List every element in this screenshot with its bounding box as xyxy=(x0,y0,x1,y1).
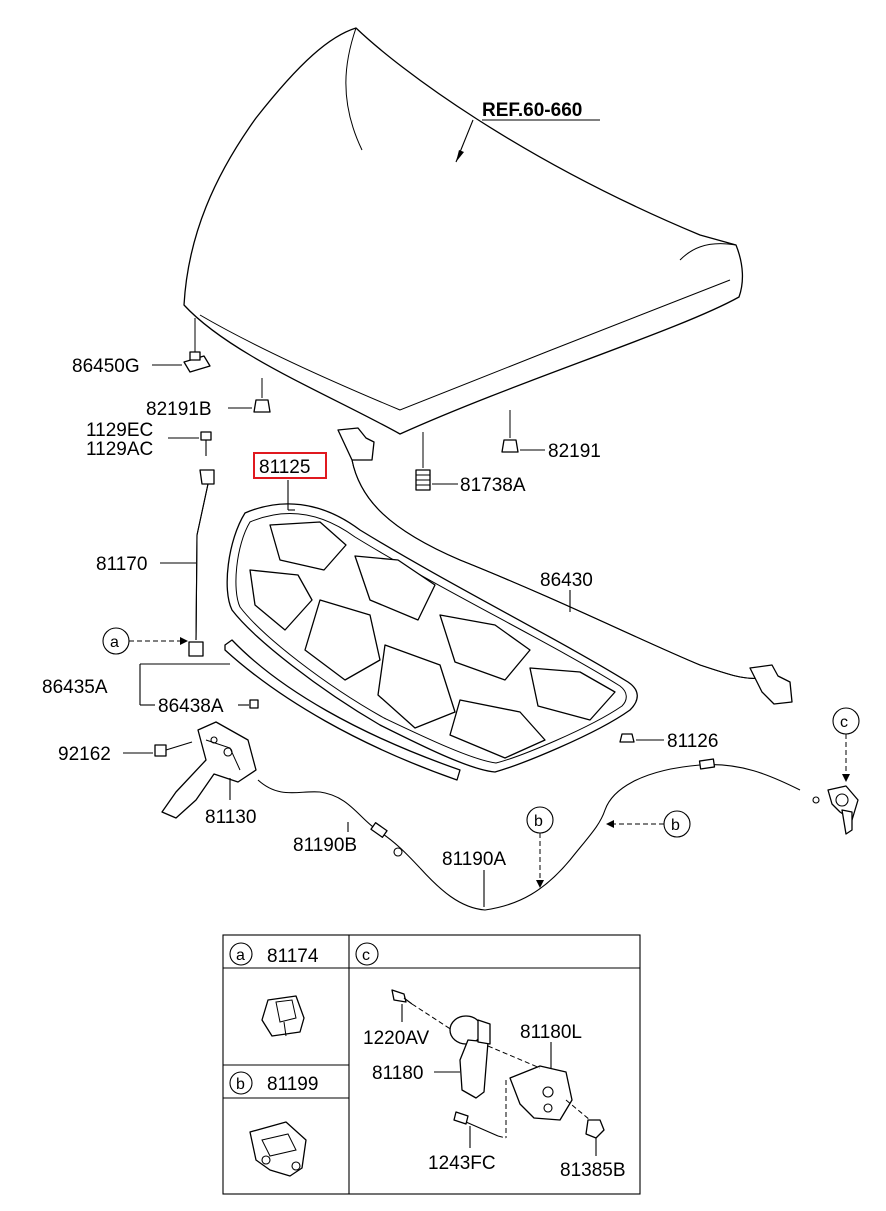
label-86450g: 86450G xyxy=(72,356,140,377)
table-a-letter: a xyxy=(236,947,245,964)
label-82191b: 82191B xyxy=(146,399,212,420)
table-cell-b: b 81199 xyxy=(229,1071,318,1177)
hood-panel: REF.60-660 xyxy=(183,27,744,435)
bolt-1129: 1129EC 1129AC xyxy=(86,420,212,460)
hood-rod-81170: 81170 a xyxy=(96,469,215,657)
table-cell-c: c 1220AV 81180 81180L xyxy=(355,942,626,1181)
label-81190a: 81190A xyxy=(442,849,506,870)
cable-81190a: 81190A b b xyxy=(419,758,801,911)
label-82191: 82191 xyxy=(548,441,601,462)
plug-81126: 81126 xyxy=(619,731,718,752)
table-b-part: 81199 xyxy=(267,1074,318,1095)
release-handle: c xyxy=(812,707,860,835)
cable-81190b: 81190B xyxy=(257,779,421,869)
clip-86450g: 86450G xyxy=(72,318,211,377)
spring-81738a: 81738A xyxy=(415,432,526,496)
detail-table: a 81174 b 81199 c 1220AV xyxy=(222,934,641,1195)
table-a-part: 81174 xyxy=(267,946,319,967)
table-cell-a: a 81174 xyxy=(229,942,319,1037)
label-86430: 86430 xyxy=(540,570,593,591)
hood-insulator-81125: 81125 xyxy=(226,452,638,773)
label-1129ec: 1129EC xyxy=(86,420,153,441)
label-86435a: 86435A xyxy=(42,677,108,698)
label-1243fc: 1243FC xyxy=(428,1153,496,1174)
label-81385b: 81385B xyxy=(560,1160,626,1181)
callout-c-letter: c xyxy=(840,714,848,731)
highlight-box-81125 xyxy=(253,452,327,479)
label-81190b: 81190B xyxy=(293,835,357,856)
label-81180: 81180 xyxy=(372,1063,423,1084)
table-c-letter: c xyxy=(362,947,370,964)
label-81180l: 81180L xyxy=(520,1022,582,1043)
label-86438a: 86438A xyxy=(158,696,224,717)
callout-a-letter: a xyxy=(110,634,119,651)
label-1220av: 1220AV xyxy=(363,1028,430,1049)
bumper-82191: 82191 xyxy=(501,410,601,462)
bumper-82191b: 82191B xyxy=(146,378,271,420)
label-81738a: 81738A xyxy=(460,475,526,496)
label-1129ac: 1129AC xyxy=(86,439,153,460)
label-81125: 81125 xyxy=(259,457,310,478)
label-81126: 81126 xyxy=(667,731,718,752)
latch-81130: 81130 92162 xyxy=(58,721,257,828)
ref-label: REF.60-660 xyxy=(482,100,582,121)
label-81170: 81170 xyxy=(96,554,147,575)
label-92162: 92162 xyxy=(58,744,111,765)
label-81130: 81130 xyxy=(205,807,256,828)
table-b-letter: b xyxy=(236,1076,245,1093)
callout-b-letter-1: b xyxy=(534,813,543,830)
weatherstrip-86430: 86430 xyxy=(337,427,793,705)
callout-b-letter-2: b xyxy=(671,817,680,834)
front-strip-86435a: 86435A 86438A xyxy=(42,639,461,781)
